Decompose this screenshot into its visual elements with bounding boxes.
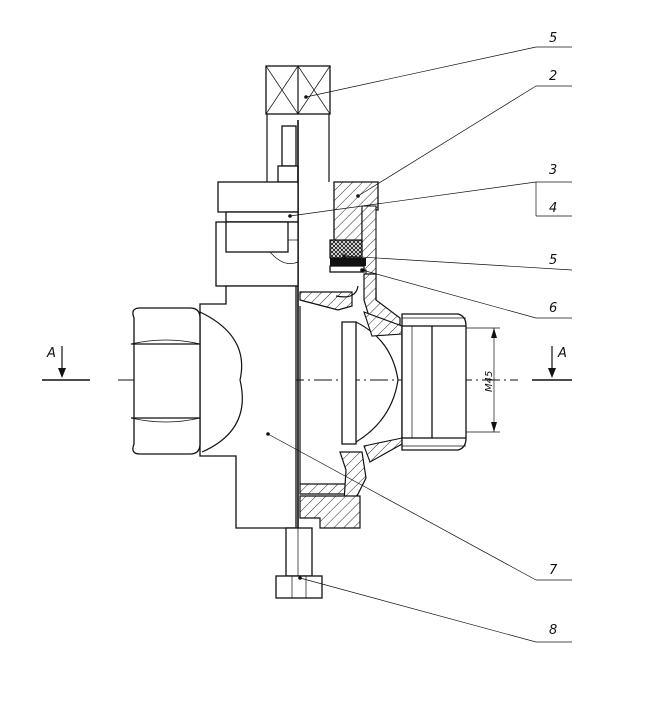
callout-5-top: 5	[304, 31, 572, 99]
callout-7: 7	[266, 432, 572, 581]
plug-section	[299, 285, 359, 495]
right-union-nut	[401, 313, 467, 451]
callout-label: 8	[549, 623, 557, 638]
callout-label: 5	[549, 31, 557, 46]
port-cavity	[341, 311, 403, 463]
section-marker-left: A	[42, 346, 90, 381]
body-wall-section	[299, 273, 401, 529]
m45-dimension: M45	[466, 327, 500, 433]
cover-flange	[215, 181, 299, 287]
callout-8: 8	[298, 576, 572, 643]
callout-2: 2	[356, 69, 572, 198]
bottom-screw	[275, 527, 323, 599]
section-label-left: A	[46, 346, 56, 361]
callout-3-4: 3 4	[288, 163, 572, 218]
section-label-right: A	[557, 346, 567, 361]
callout-label: 7	[549, 563, 558, 578]
packing-section	[329, 239, 366, 273]
callout-label: 6	[549, 301, 557, 316]
dimension-label: M45	[484, 371, 495, 392]
callout-label: 2	[549, 69, 557, 84]
callout-label: 4	[549, 201, 557, 216]
section-marker-right: A	[532, 346, 572, 381]
callout-5-packing: 5	[342, 253, 573, 271]
valve-body-left-view	[199, 285, 297, 529]
callout-label: 3	[549, 163, 557, 178]
left-hex-end	[130, 307, 201, 455]
callout-label: 5	[549, 253, 557, 268]
operating-square	[265, 65, 331, 115]
callout-6: 6	[360, 268, 572, 319]
